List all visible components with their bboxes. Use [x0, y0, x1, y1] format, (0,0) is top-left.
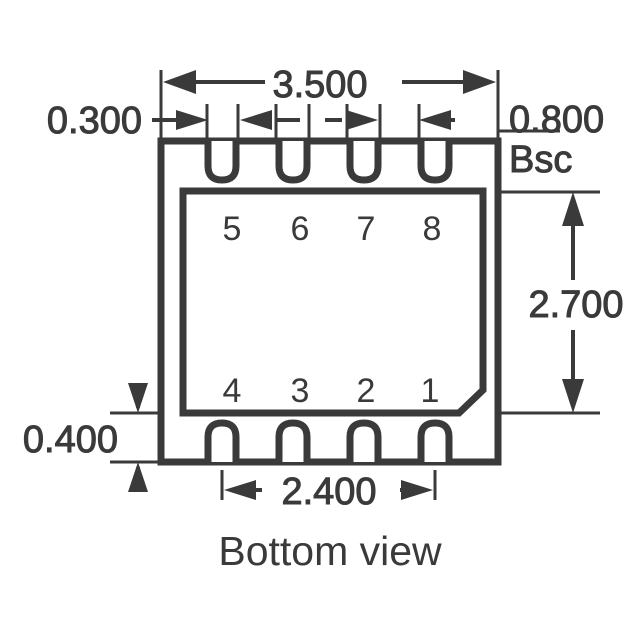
lead-pad-3 [275, 419, 311, 462]
dimension-label-pad-height: 2.700 [528, 284, 623, 326]
arrowhead-0300 [176, 110, 208, 130]
extension-lines [110, 70, 600, 500]
arrowhead-pitch-c-left [419, 110, 451, 130]
dimension-label-width-overall: 3.500 [272, 64, 367, 106]
pin-label-4: 4 [223, 372, 242, 410]
pin-label-7: 7 [357, 210, 376, 248]
pin-labels-bottom-row: 4 3 2 1 [223, 372, 440, 410]
arrowhead-top-0400 [128, 383, 148, 413]
arrowhead-left-2400 [224, 480, 256, 500]
lead-pad-4 [204, 419, 240, 462]
lead-pad-7 [275, 141, 311, 184]
dimension-pitch-arrows [240, 110, 451, 130]
arrowhead-right-3500 [463, 70, 496, 94]
arrowhead-right-2400 [401, 480, 433, 500]
pin-label-2: 2 [357, 372, 376, 410]
arrowhead-pitch-a-left [240, 110, 272, 130]
lead-pad-2 [346, 419, 382, 462]
dimension-label-pad-width: 2.400 [281, 471, 376, 513]
arrowhead-top-2700 [562, 192, 584, 226]
view-caption: Bottom view [218, 528, 442, 574]
pin-label-3: 3 [291, 372, 310, 410]
arrowhead-left-3500 [163, 70, 196, 94]
pin-label-8: 8 [423, 210, 442, 248]
pin-label-6: 6 [291, 210, 310, 248]
bottom-lead-pads [204, 419, 453, 462]
dimension-lead-width-arrows [176, 110, 208, 130]
lead-pad-1 [417, 419, 453, 462]
pin-label-5: 5 [223, 210, 242, 248]
dimension-label-lead-length: 0.400 [23, 419, 118, 461]
arrowhead-bottom-2700 [562, 379, 584, 413]
dimension-label-pitch-suffix: Bsc [509, 139, 572, 181]
dimension-width-overall-arrows [163, 70, 496, 94]
dimension-lead-length-arrows [128, 383, 148, 492]
dimension-label-pitch: 0.800 [509, 99, 604, 141]
dimension-label-lead-width: 0.300 [47, 100, 142, 142]
lead-pad-6 [346, 141, 382, 184]
dimension-pad-width-arrows [224, 480, 433, 500]
arrowhead-bottom-0400 [128, 462, 148, 492]
lead-pad-5 [417, 141, 453, 184]
dimension-pad-height-arrows [562, 192, 584, 413]
top-lead-pads [204, 141, 453, 184]
pin-labels-top-row: 5 6 7 8 [223, 210, 442, 248]
thermal-pad-outline [179, 187, 487, 417]
lead-pad-8 [204, 141, 240, 184]
pin-label-1: 1 [421, 372, 440, 410]
arrowhead-pitch-b-right [346, 110, 378, 130]
